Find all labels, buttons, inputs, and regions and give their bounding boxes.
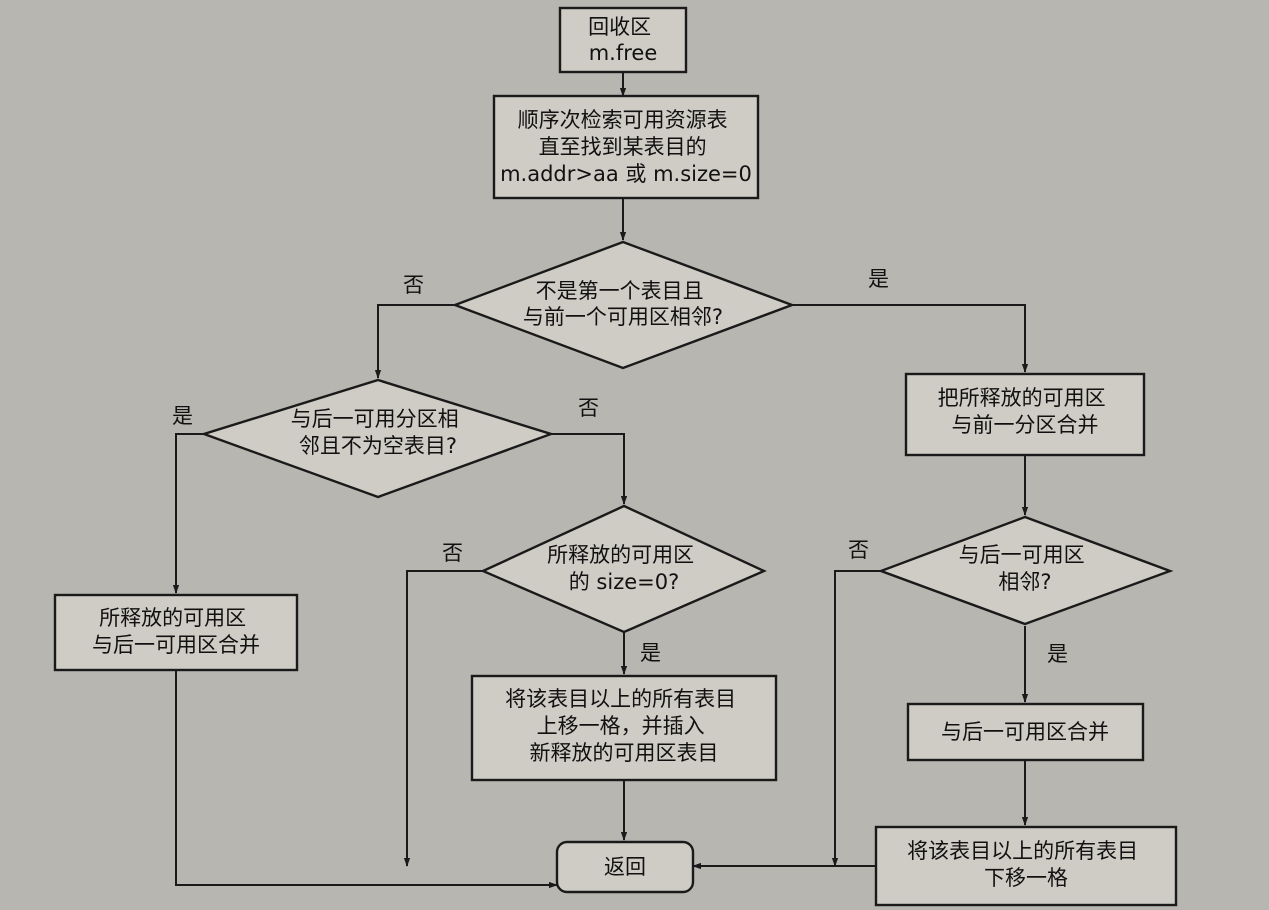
node-search-line-3: m.addr>aa 或 m.size=0 — [500, 162, 752, 186]
decision-not-first: 不是第一个表目且 与前一个可用区相邻? — [451, 240, 796, 370]
node-merge-prev-line-1: 把所释放的可用区 — [938, 386, 1106, 410]
edge-decision3-no — [831, 570, 881, 867]
node-merge-next-line-2: 与后一可用区合并 — [92, 633, 260, 657]
label-size-zero-no: 否 — [442, 541, 463, 565]
decision-size-zero-line-1: 所释放的可用区 — [547, 543, 694, 567]
svg-text:回收区 m.free: 回收区 m.free — [588, 15, 658, 65]
edge-merge-next-to-return — [175, 670, 558, 889]
svg-text:与后一可用区合并: 与后一可用区合并 — [941, 720, 1109, 744]
label-not-first-yes: 是 — [868, 267, 889, 291]
edge-decision2-no — [551, 433, 628, 505]
node-merge-prev-line-2: 与前一分区合并 — [952, 413, 1099, 437]
node-merge-next2-line-1: 与后一可用区合并 — [941, 720, 1109, 744]
decision-adjacent-next2-line-1: 与后一可用区 — [959, 543, 1085, 567]
node-recycle-line-2: m.free — [589, 41, 658, 65]
node-shift-up-line-1: 将该表目以上的所有表目 — [505, 687, 736, 711]
edge-labels: 否 是 是 否 否 是 否 是 — [172, 267, 1068, 666]
node-recycle: 回收区 m.free — [558, 6, 688, 74]
decision-adjacent-next-line-1: 与后一可用分区相 — [291, 407, 459, 431]
svg-text:顺序次检索可用资源表 直至找到某表目的: 顺序次检索可用资源表 直至找到某表目的 m.addr>aa 或 m.size=0 — [500, 108, 752, 186]
node-merge-next2: 与后一可用区合并 — [906, 702, 1145, 762]
svg-text:与后一可用区 相邻?: 与后一可用区 相邻? — [959, 543, 1092, 594]
svg-text:所释放的可用区 与后一可用区合并: 所释放的可用区 与后一可用区合并 — [92, 606, 260, 657]
svg-text:与后一可用分区相 邻且不为空表目?: 与后一可用分区相 邻且不为空表目? — [291, 407, 466, 458]
svg-text:将该表目以上的所有表目 下移一格: 将该表目以上的所有表目 下移一格 — [907, 839, 1145, 890]
node-shift-down-line-1: 将该表目以上的所有表目 — [907, 839, 1138, 863]
node-return: 返回 — [555, 840, 695, 894]
decision-adjacent-next2-line-2: 相邻? — [998, 570, 1051, 594]
svg-text:返回: 返回 — [604, 855, 646, 879]
node-merge-prev: 把所释放的可用区 与前一分区合并 — [904, 372, 1146, 457]
node-merge-next: 所释放的可用区 与后一可用区合并 — [53, 593, 299, 672]
node-shift-down-line-2: 下移一格 — [984, 866, 1068, 890]
node-merge-next-line-1: 所释放的可用区 — [99, 606, 246, 630]
label-size-zero-yes: 是 — [640, 641, 661, 665]
edge-decision-size-no — [403, 570, 483, 867]
decision-adjacent-next2: 与后一可用区 相邻? — [877, 515, 1174, 626]
edge-decision2-yes — [172, 433, 204, 594]
node-return-label: 返回 — [604, 855, 646, 879]
decision-size-zero-line-2: 的 size=0? — [569, 570, 680, 594]
svg-text:不是第一个表目且 与前一个可用区相邻?: 不是第一个表目且 与前一个可用区相邻? — [523, 279, 723, 329]
decision-size-zero: 所释放的可用区 的 size=0? — [480, 504, 767, 634]
node-shift-up-line-3: 新释放的可用区表目 — [530, 741, 719, 765]
node-shift-up: 将该表目以上的所有表目 上移一格，并插入 新释放的可用区表目 — [470, 674, 778, 782]
svg-text:把所释放的可用区 与前一分区合并: 把所释放的可用区 与前一分区合并 — [938, 386, 1113, 437]
edges — [172, 72, 1029, 889]
label-adjacent-next2-no: 否 — [848, 538, 869, 562]
label-adjacent-next2-yes: 是 — [1047, 642, 1068, 666]
decision-adjacent-next-line-2: 邻且不为空表目? — [299, 434, 457, 458]
svg-text:所释放的可用区 的 size=0?: 所释放的可用区 的 size=0? — [547, 543, 701, 594]
svg-text:将该表目以上的所有表目 上移一格，并插入: 将该表目以上的所有表目 上移一格，并插入 新释放的可用区表目 — [505, 687, 743, 765]
node-shift-up-line-2: 上移一格，并插入 — [537, 714, 705, 738]
edge-decision1-yes — [792, 304, 1029, 373]
node-search-line-1: 顺序次检索可用资源表 — [518, 108, 728, 132]
node-shift-down: 将该表目以上的所有表目 下移一格 — [874, 825, 1178, 907]
decision-not-first-line-1: 不是第一个表目且 — [536, 279, 704, 303]
label-adjacent-next-yes: 是 — [172, 404, 193, 428]
edge-decision1-no — [374, 304, 455, 379]
decision-not-first-line-2: 与前一个可用区相邻? — [523, 305, 723, 329]
node-search-line-2: 直至找到某表目的 — [539, 135, 707, 159]
label-not-first-no: 否 — [403, 273, 424, 297]
node-recycle-line-1: 回收区 — [588, 15, 651, 39]
node-search: 顺序次检索可用资源表 直至找到某表目的 m.addr>aa 或 m.size=0 — [492, 94, 760, 200]
label-adjacent-next-no: 否 — [578, 396, 599, 420]
decision-adjacent-next: 与后一可用分区相 邻且不为空表目? — [200, 378, 555, 499]
